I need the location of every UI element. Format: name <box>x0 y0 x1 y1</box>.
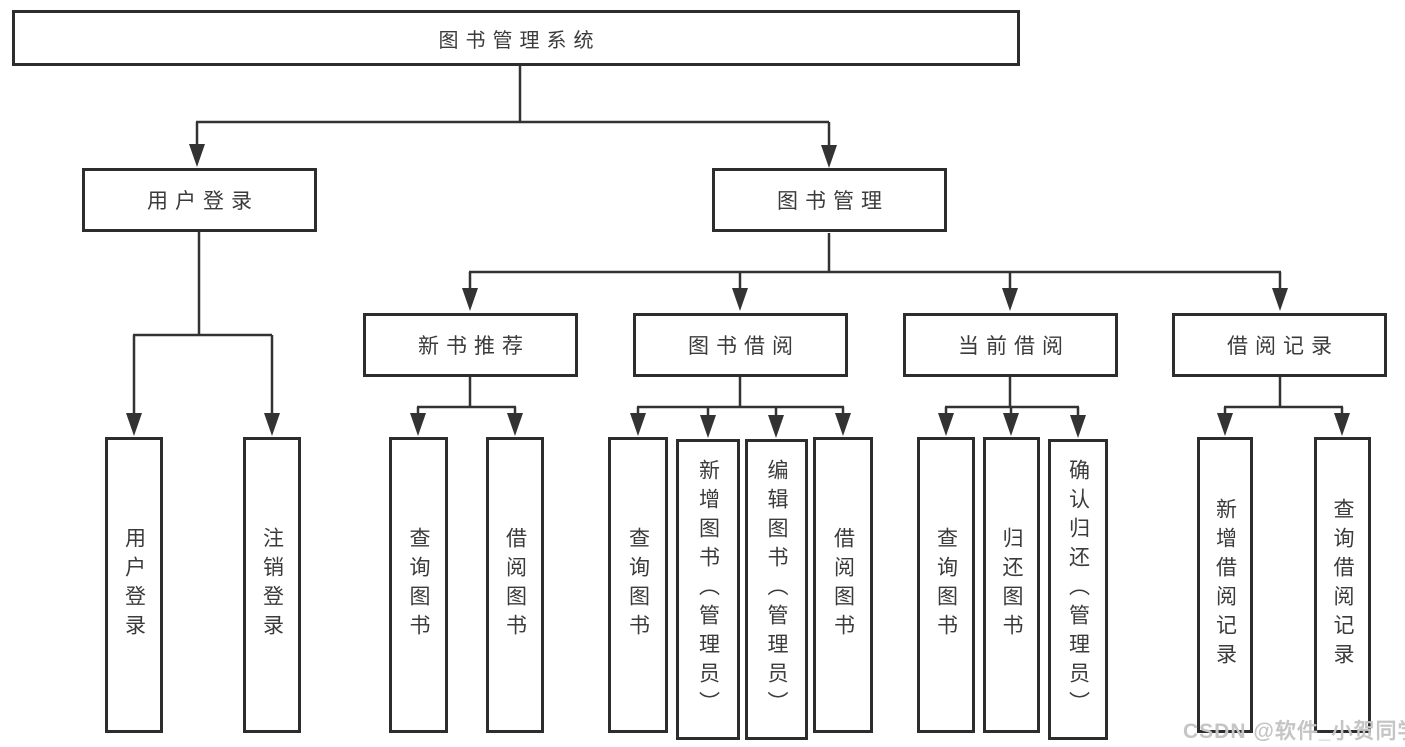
node-book-borrow: 图书借阅 <box>633 313 848 377</box>
node-bb-query-book: 查询图书 <box>608 437 668 733</box>
node-label: 确认归还（管理员） <box>1066 459 1090 720</box>
node-rec-borrow-book: 借阅图书 <box>486 437 544 733</box>
node-label: 查询图书 <box>626 527 650 643</box>
node-cb-return-book: 归还图书 <box>983 437 1040 733</box>
node-current-borrow: 当前借阅 <box>903 313 1118 377</box>
csdn-watermark: CSDN @软件_小贺同学 <box>1183 720 1405 743</box>
node-label: 新增图书（管理员） <box>696 459 720 720</box>
connector-book-borrow-to-leaves <box>630 377 851 438</box>
node-user-login: 用户登录 <box>82 168 317 232</box>
connector-user-login-to-leaves <box>126 232 280 436</box>
node-rec-query-book: 查询图书 <box>389 437 448 733</box>
node-root: 图书管理系统 <box>12 10 1020 66</box>
node-borrow-records: 借阅记录 <box>1172 313 1387 377</box>
node-new-book-rec: 新书推荐 <box>363 313 578 377</box>
node-bb-edit-book-admin: 编辑图书（管理员） <box>745 439 808 740</box>
node-label: 查询图书 <box>934 527 958 643</box>
connector-book-mgmt-to-level3 <box>462 233 1288 311</box>
node-cb-confirm-return-admin: 确认归还（管理员） <box>1048 439 1108 740</box>
node-bb-add-book-admin: 新增图书（管理员） <box>676 439 740 740</box>
node-label: 新增借阅记录 <box>1213 498 1237 672</box>
node-label: 查询借阅记录 <box>1331 498 1354 672</box>
node-logout-leaf: 注销登录 <box>243 437 301 733</box>
node-cb-query-book: 查询图书 <box>917 437 975 733</box>
node-label: 查询图书 <box>407 527 430 643</box>
node-br-query-record: 查询借阅记录 <box>1314 437 1371 733</box>
node-label: 注销登录 <box>260 527 284 643</box>
node-br-add-record: 新增借阅记录 <box>1197 437 1253 733</box>
node-book-mgmt: 图书管理 <box>712 168 947 232</box>
connector-borrow-records-to-leaves <box>1217 377 1350 436</box>
node-label: 编辑图书（管理员） <box>765 459 788 720</box>
connector-root-to-level2 <box>189 66 837 168</box>
node-label: 用户登录 <box>122 527 146 643</box>
connector-new-book-rec-to-leaves <box>410 377 523 436</box>
node-user-login-leaf: 用户登录 <box>105 437 163 733</box>
connector-current-borrow-to-leaves <box>938 377 1086 438</box>
node-label: 借阅图书 <box>831 527 855 643</box>
node-label: 借阅图书 <box>503 527 527 643</box>
node-label: 归还图书 <box>1000 527 1023 643</box>
node-bb-borrow-book: 借阅图书 <box>813 437 873 733</box>
